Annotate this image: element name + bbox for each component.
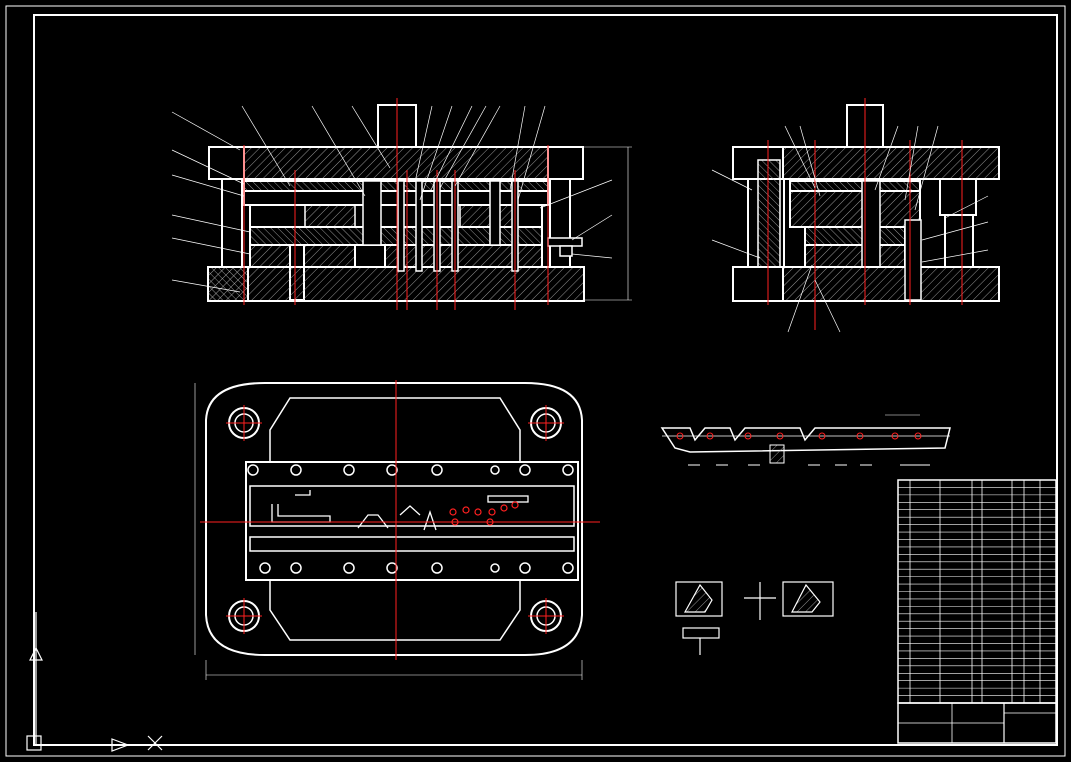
- ucs-axis-icon: [26, 612, 130, 752]
- inner-drawing-frame: [33, 14, 1058, 746]
- front-section-view[interactable]: [171, 98, 632, 310]
- outer-sheet-border: [5, 5, 1066, 757]
- part-detail-views[interactable]: [675, 581, 834, 655]
- strip-layout-view[interactable]: [660, 414, 951, 466]
- side-section-view[interactable]: [711, 98, 1000, 333]
- crosshair-icon: [147, 735, 163, 751]
- plan-view[interactable]: [194, 380, 600, 680]
- parts-list-table[interactable]: [897, 479, 1057, 744]
